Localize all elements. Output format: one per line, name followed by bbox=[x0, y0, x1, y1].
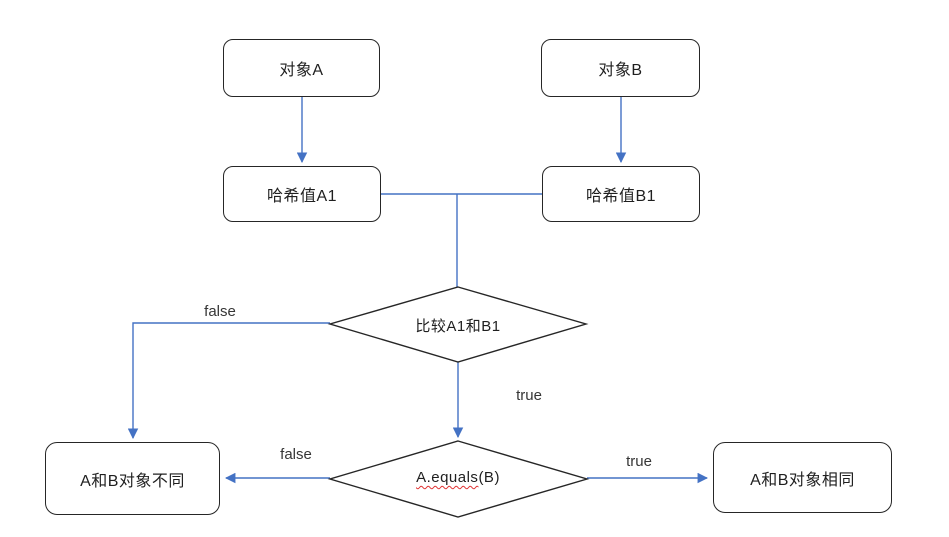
node-equals-check-label: A.equals(B) bbox=[330, 469, 586, 486]
node-hash-a1: 哈希值A1 bbox=[223, 166, 381, 222]
node-compare-hash-diamond bbox=[327, 286, 589, 363]
node-object-a: 对象A bbox=[223, 39, 380, 97]
node-equals-check-diamond bbox=[327, 440, 590, 518]
node-objects-same: A和B对象相同 bbox=[713, 442, 892, 513]
node-hash-b1-label: 哈希值B1 bbox=[585, 188, 657, 205]
node-hash-a1-label: 哈希值A1 bbox=[266, 188, 338, 205]
edge-label-compare-true: true bbox=[516, 387, 542, 404]
node-object-a-label: 对象A bbox=[279, 62, 324, 79]
node-objects-different: A和B对象不同 bbox=[45, 442, 220, 515]
edge-label-equals-true: true bbox=[626, 453, 652, 470]
equals-check-underlined-text: A.equals bbox=[416, 469, 479, 486]
node-objects-same-label: A和B对象相同 bbox=[750, 471, 855, 489]
node-hash-b1: 哈希值B1 bbox=[542, 166, 700, 222]
node-object-b-label: 对象B bbox=[598, 62, 643, 79]
node-objects-different-label: A和B对象不同 bbox=[80, 472, 185, 490]
edge-label-equals-false: false bbox=[280, 446, 312, 463]
edge-compare-false bbox=[127, 322, 330, 440]
node-compare-hash-label: 比较A1和B1 bbox=[415, 318, 501, 335]
edge-label-compare-false: false bbox=[204, 303, 236, 320]
equals-check-rest-text: (B) bbox=[478, 469, 500, 486]
node-object-b: 对象B bbox=[541, 39, 700, 97]
